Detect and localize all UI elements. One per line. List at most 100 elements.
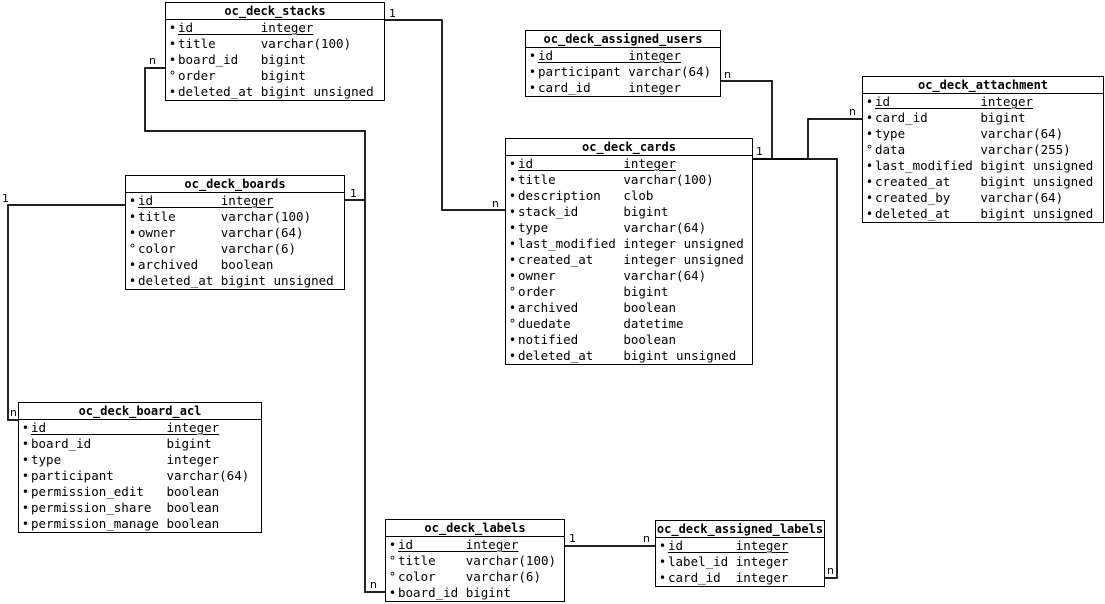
table-field-id: •id integer (19, 420, 261, 436)
table-field-board_id: •board_id bigint (166, 52, 384, 68)
field-text: order bigint (178, 68, 306, 83)
table-field-id: •id integer (126, 193, 344, 209)
table-field-participant: •participant varchar(64) (526, 64, 720, 80)
table-oc_deck_stacks: oc_deck_stacks•id integer•title varchar(… (165, 2, 385, 101)
cardinality-label: n (370, 578, 377, 591)
table-field-archived: •archived boolean (506, 300, 752, 316)
table-title: oc_deck_assigned_labels (656, 522, 824, 538)
field-text: label_id integer (668, 554, 789, 569)
nullable-column-bullet-icon: ° (388, 570, 397, 584)
table-oc_deck_assigned_users: oc_deck_assigned_users•id integer•partic… (525, 30, 721, 97)
column-bullet-icon: • (21, 453, 30, 467)
field-text: card_id integer (538, 80, 681, 95)
table-field-card_id: •card_id integer (526, 80, 720, 96)
table-field-notified: •notified boolean (506, 332, 752, 348)
field-text: card_id integer (668, 570, 789, 585)
table-field-title: •title varchar(100) (166, 36, 384, 52)
field-text: id integer (138, 193, 274, 208)
column-bullet-icon: • (508, 301, 517, 315)
field-text: type integer (31, 452, 220, 467)
table-field-order: °order bigint (506, 284, 752, 300)
table-field-duedate: °duedate datetime (506, 316, 752, 332)
field-text: deleted_at bigint unsigned (875, 206, 1094, 221)
column-bullet-icon: • (21, 517, 30, 531)
cardinality-label: n (643, 532, 650, 545)
table-title: oc_deck_assigned_users (526, 31, 720, 48)
field-text: deleted_at bigint unsigned (138, 273, 334, 288)
field-text: participant varchar(64) (538, 64, 712, 79)
column-bullet-icon: • (128, 194, 137, 208)
field-text: id integer (178, 20, 314, 35)
field-text: created_by varchar(64) (875, 190, 1064, 205)
field-text: order bigint (518, 284, 669, 299)
table-field-color: °color varchar(6) (386, 569, 564, 585)
table-field-deleted_at: •deleted_at bigint unsigned (863, 206, 1103, 222)
column-bullet-icon: • (658, 555, 667, 569)
table-oc_deck_boards: oc_deck_boards•id integer•title varchar(… (125, 175, 345, 290)
table-field-type: •type varchar(64) (863, 126, 1103, 142)
table-oc_deck_board_acl: oc_deck_board_acl•id integer•board_id bi… (18, 402, 262, 533)
relationship-line-stacks-to-cards (385, 19, 505, 211)
table-title: oc_deck_board_acl (19, 403, 261, 420)
field-text: notified boolean (518, 332, 677, 347)
field-text: card_id bigint (875, 110, 1026, 125)
column-bullet-icon: • (508, 189, 517, 203)
relationship-line-attachment-to-cards (753, 118, 862, 160)
nullable-column-bullet-icon: ° (128, 242, 137, 256)
field-text: id integer (398, 537, 519, 552)
table-field-board_id: •board_id bigint (19, 436, 261, 452)
column-bullet-icon: • (865, 207, 874, 221)
column-bullet-icon: • (508, 349, 517, 363)
field-text: board_id bigint (31, 436, 212, 451)
field-text: color varchar(6) (398, 569, 541, 584)
cardinality-label: n (827, 564, 834, 577)
table-field-id: •id integer (506, 156, 752, 172)
column-bullet-icon: • (528, 49, 537, 63)
field-text: deleted_at bigint unsigned (178, 84, 374, 99)
table-field-type: •type integer (19, 452, 261, 468)
column-bullet-icon: • (865, 191, 874, 205)
field-text: owner varchar(64) (518, 268, 707, 283)
table-field-type: •type varchar(64) (506, 220, 752, 236)
table-field-id: •id integer (656, 538, 824, 554)
table-field-card_id: •card_id integer (656, 570, 824, 586)
table-title: oc_deck_attachment (863, 77, 1103, 94)
field-text: created_at bigint unsigned (875, 174, 1094, 189)
table-field-title: °title varchar(100) (386, 553, 564, 569)
column-bullet-icon: • (508, 253, 517, 267)
field-text: id integer (518, 156, 677, 171)
table-field-id: •id integer (386, 537, 564, 553)
table-title: oc_deck_boards (126, 176, 344, 193)
table-field-order: °order bigint (166, 68, 384, 84)
field-text: board_id bigint (398, 585, 511, 600)
table-field-archived: •archived boolean (126, 257, 344, 273)
column-bullet-icon: • (21, 437, 30, 451)
table-title: oc_deck_stacks (166, 3, 384, 20)
field-text: last_modified bigint unsigned (875, 158, 1094, 173)
column-bullet-icon: • (388, 538, 397, 552)
column-bullet-icon: • (168, 53, 177, 67)
cardinality-label: 1 (569, 532, 576, 545)
column-bullet-icon: • (128, 210, 137, 224)
relationship-line-boards-to-board_acl (7, 204, 125, 421)
field-text: owner varchar(64) (138, 225, 304, 240)
column-bullet-icon: • (865, 159, 874, 173)
field-text: last_modified integer unsigned (518, 236, 744, 251)
column-bullet-icon: • (865, 95, 874, 109)
column-bullet-icon: • (528, 65, 537, 79)
relationship-line-assigned_labels-to-cards (753, 158, 838, 579)
table-field-color: °color varchar(6) (126, 241, 344, 257)
table-field-id: •id integer (166, 20, 384, 36)
field-text: title varchar(100) (178, 36, 352, 51)
table-field-stack_id: •stack_id bigint (506, 204, 752, 220)
field-text: id integer (538, 48, 681, 63)
table-field-created_at: •created_at bigint unsigned (863, 174, 1103, 190)
table-field-card_id: •card_id bigint (863, 110, 1103, 126)
field-text: archived boolean (138, 257, 274, 272)
column-bullet-icon: • (168, 37, 177, 51)
nullable-column-bullet-icon: ° (508, 317, 517, 331)
field-text: type varchar(64) (875, 126, 1064, 141)
field-text: type varchar(64) (518, 220, 707, 235)
column-bullet-icon: • (865, 175, 874, 189)
field-text: permission_edit boolean (31, 484, 220, 499)
